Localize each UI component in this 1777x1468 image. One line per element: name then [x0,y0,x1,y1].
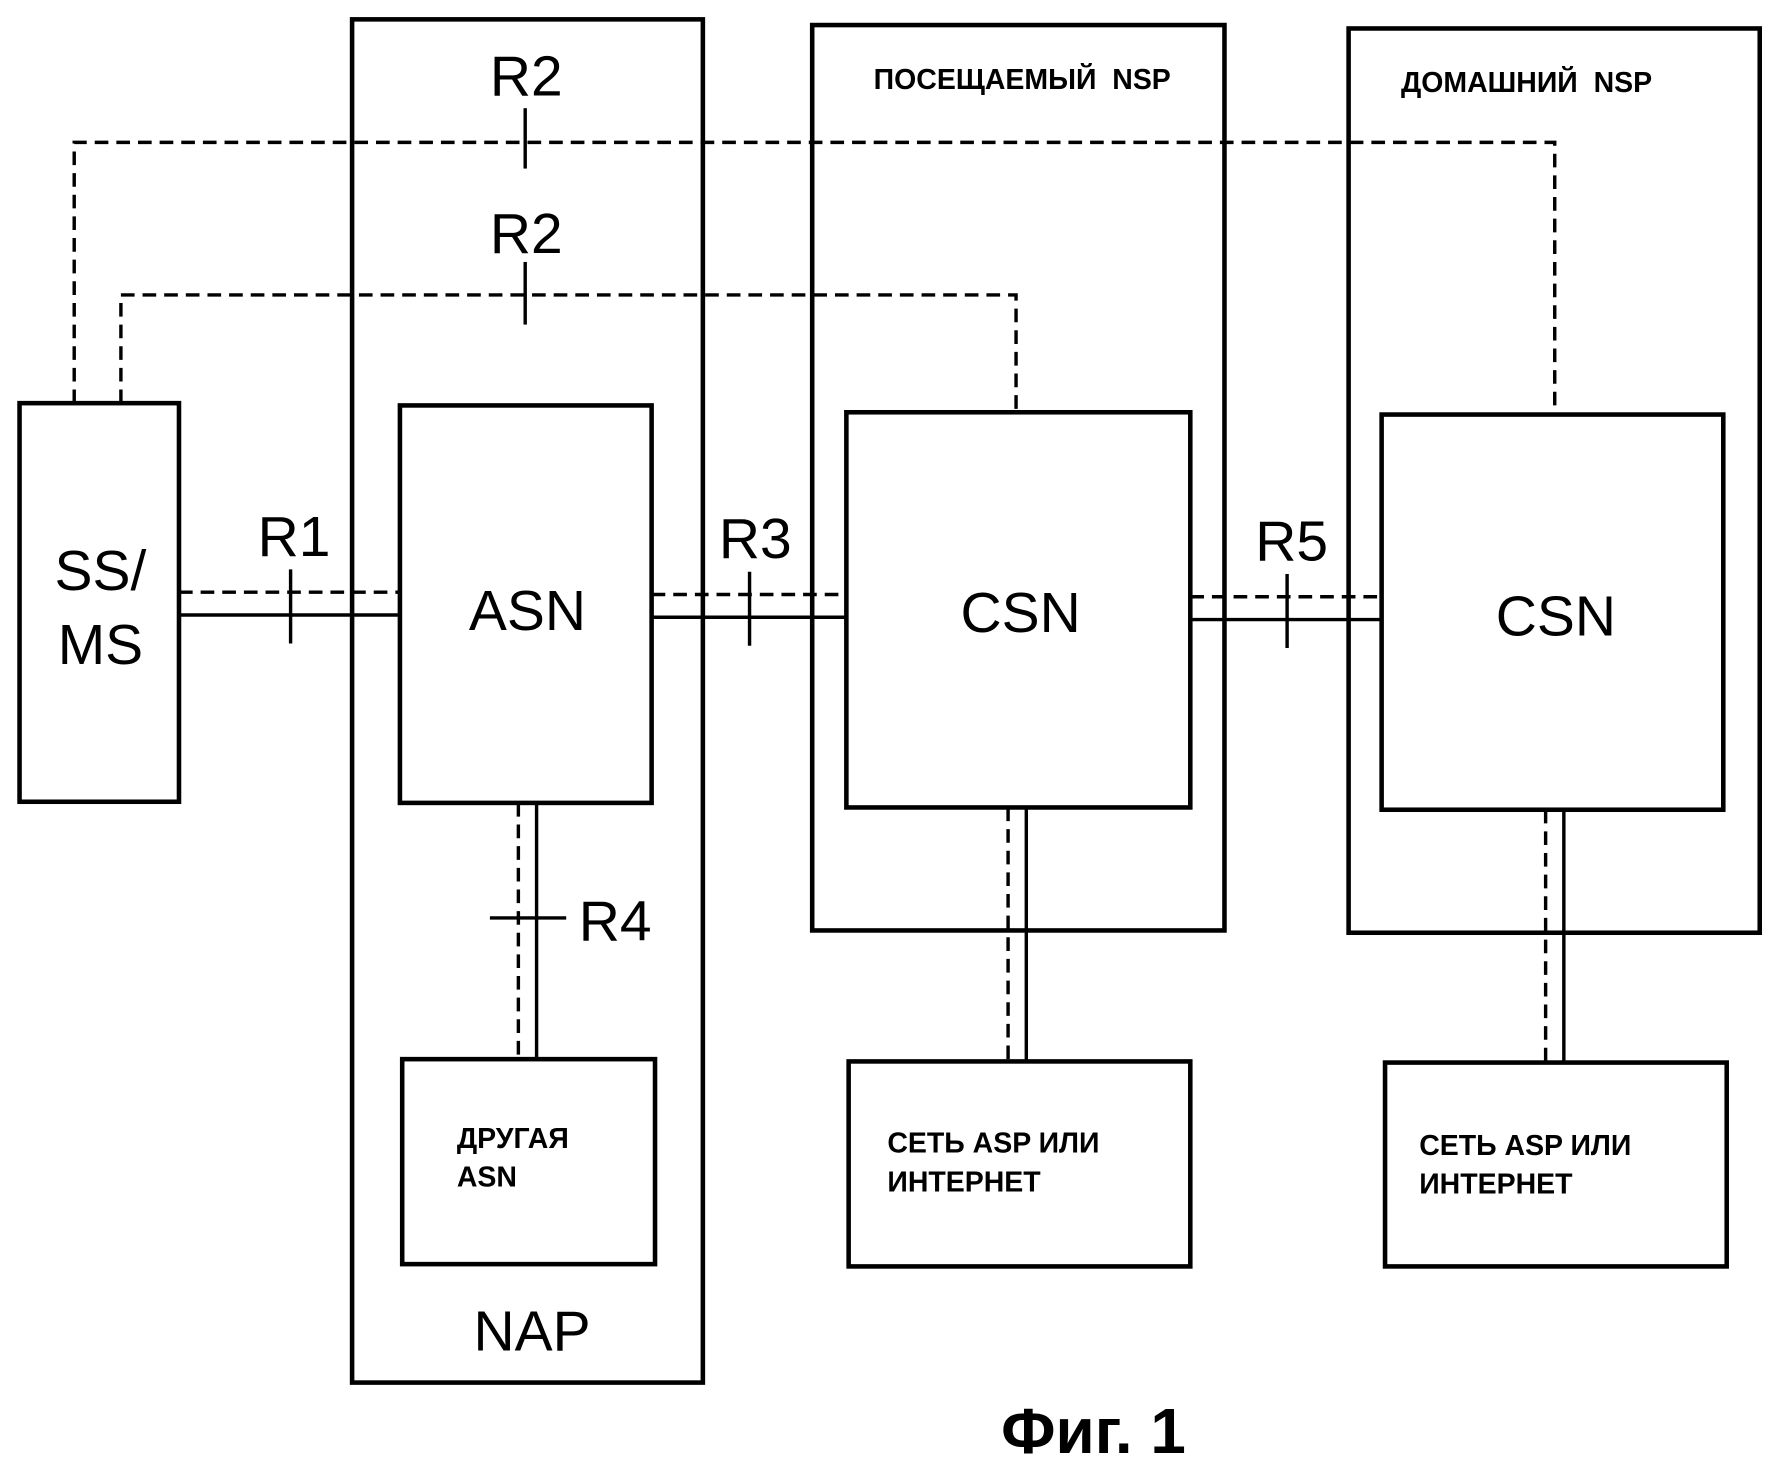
csn-home-box [1379,412,1726,813]
asp-visited-label-line1: СЕТЬ ASP ИЛИ [887,1128,1099,1160]
asp-visited-box [846,1059,1193,1269]
nap-box [349,17,706,1385]
nap-label: NAP [473,1300,590,1364]
csn-visited-label: CSN [960,581,1080,645]
r4-label: R4 [579,890,652,954]
asn-box [397,403,654,806]
r2-inner-link [119,293,1018,413]
r2-outer-link [72,140,1557,415]
r2-inner-label: R2 [490,202,563,266]
r3-label: R3 [719,507,792,571]
ss-ms-label-line1: SS/ [55,539,147,603]
r5-label: R5 [1255,509,1328,573]
csn-home-label: CSN [1496,584,1616,648]
ss-ms-box [17,400,182,805]
asp-home-box [1382,1060,1729,1269]
home-nsp-label: ДОМАШНИЙ NSP [1401,66,1652,99]
home-nsp-box [1346,26,1763,936]
asp-home-label-line1: СЕТЬ ASP ИЛИ [1419,1130,1631,1162]
ss-ms-label-line2: MS [58,613,143,677]
other-asn-label-line2: ASN [457,1162,517,1194]
r2-outer-label: R2 [490,45,563,109]
other-asn-label-line1: ДРУГАЯ [457,1123,569,1155]
r1-label: R1 [258,505,331,569]
asn-label: ASN [469,579,586,643]
figure-caption: Фиг. 1 [1001,1395,1186,1467]
asp-visited-label-line2: ИНТЕРНЕТ [887,1166,1041,1198]
asp-home-label-line2: ИНТЕРНЕТ [1419,1169,1573,1201]
visited-nsp-box [809,22,1227,933]
other-asn-box [399,1056,658,1267]
visited-nsp-label: ПОСЕЩАЕМЫЙ NSP [874,63,1171,96]
csn-visited-box [844,409,1193,810]
